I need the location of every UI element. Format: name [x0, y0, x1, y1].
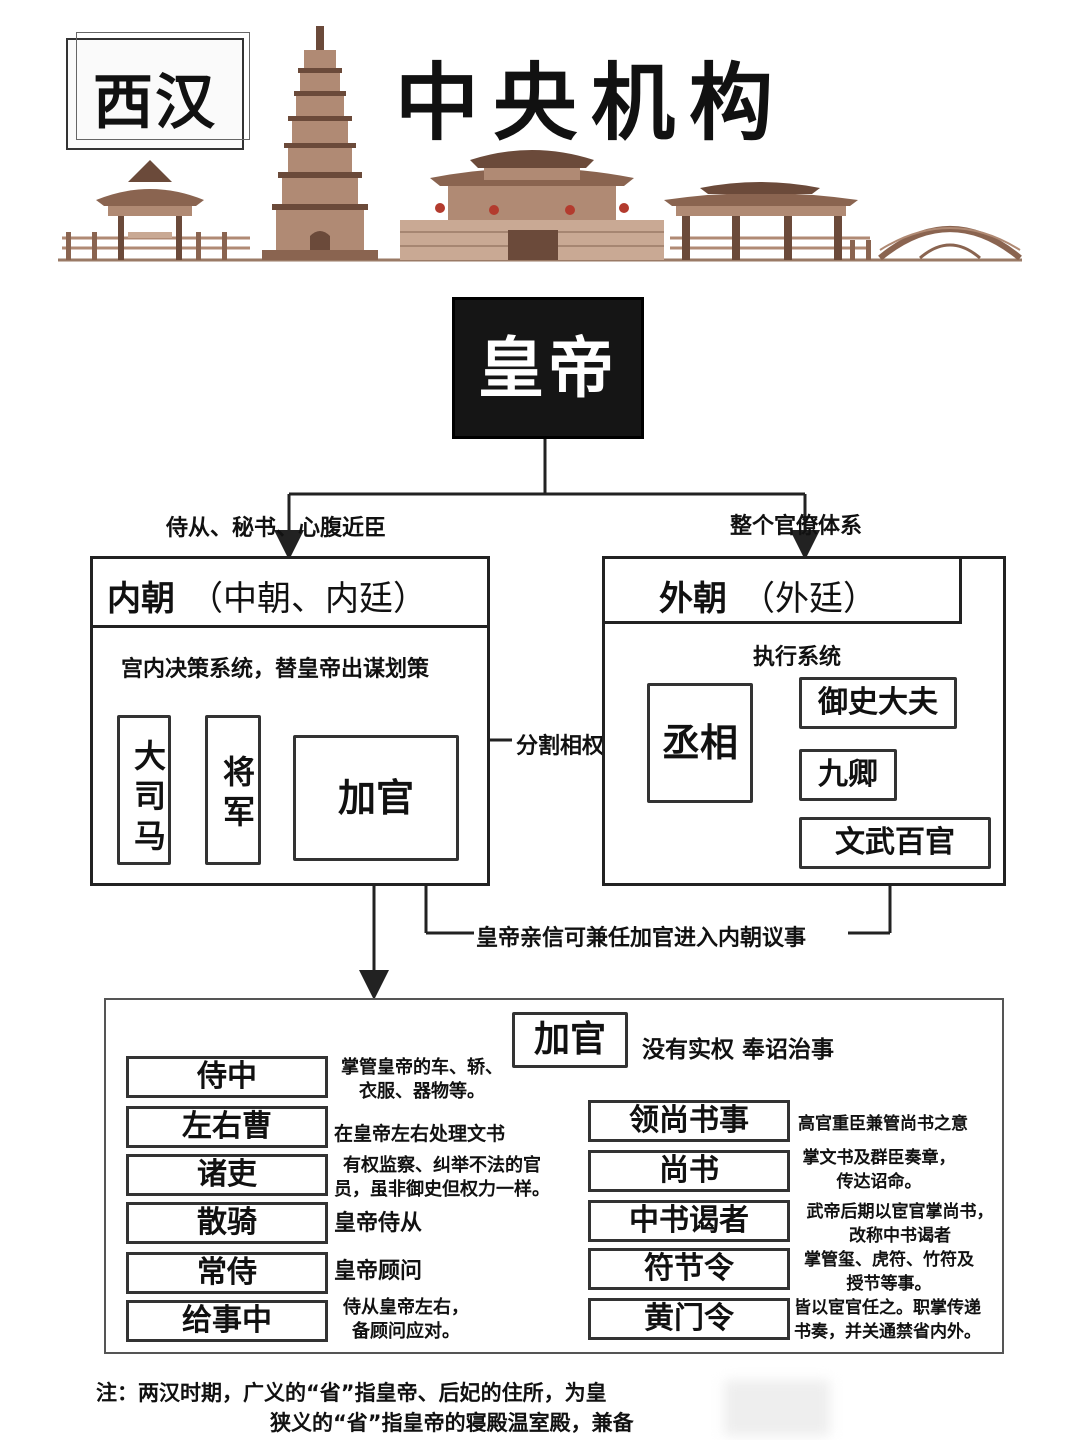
desc-line: 掌文书及群臣奏章， [802, 1148, 956, 1168]
jiaguan-item-jishizhong: 给事中 [126, 1300, 328, 1342]
post-jiangjun-label: 将军 [223, 753, 256, 831]
inner-court-subtitle: （中朝、内廷） [189, 579, 427, 619]
inner-court-panel: 内朝 （中朝、内廷） 宫内决策系统，替皇帝出谋划策 大司马 将军 加官 [90, 556, 490, 886]
emperor-label: 皇帝 [478, 329, 618, 407]
dynasty-label: 西汉 [93, 68, 217, 138]
desc-line: 员，虽非御史但权力一样。 [334, 1179, 550, 1200]
jiaguan-desc-fujie-ling: 掌管玺、虎符、竹符及 授节等事。 [796, 1248, 982, 1296]
inner-court-header: 内朝 （中朝、内廷） [93, 559, 487, 628]
post-jiuqing: 九卿 [799, 749, 897, 801]
pavilion-icon [96, 160, 204, 260]
return-label: 皇帝亲信可兼任加官进入内朝议事 [476, 926, 807, 951]
outer-court-title: 外朝 [659, 579, 727, 619]
gate-icon [664, 182, 858, 260]
watermark-blur [724, 1380, 830, 1436]
jiaguan-desc-jishizhong: 侍从皇帝左右， 备顾问应对。 [336, 1296, 476, 1344]
post-yushi-dafu: 御史大夫 [799, 677, 957, 729]
footnote-line-1: 注：两汉时期，广义的“省”指皇帝、后妃的住所，为皇 [96, 1381, 607, 1405]
bridge-icon [878, 226, 1022, 261]
desc-line: 授节等事。 [846, 1274, 932, 1294]
pagoda-icon [262, 26, 378, 260]
desc-line: 侍从皇帝左右， [343, 1297, 469, 1318]
desc-line: 掌管玺、虎符、竹符及 [804, 1250, 974, 1270]
jiaguan-item-shangshu: 尚书 [588, 1150, 790, 1192]
jiaguan-item-shizhong: 侍中 [126, 1056, 328, 1098]
desc-line: 皆以宦官任之。职掌传递 [794, 1298, 981, 1318]
jiaguan-item-zhongshu-yezhe: 中书谒者 [588, 1200, 790, 1242]
desc-line: 衣服、器物等。 [359, 1081, 485, 1102]
skyline-illustration [58, 26, 1022, 262]
post-wenwu-baiguan: 文武百官 [799, 817, 991, 869]
jiaguan-panel: 加官 没有实权 奉诏治事 侍中 掌管皇帝的车、轿、 衣服、器物等。 左右曹 在皇… [104, 998, 1004, 1354]
dynasty-badge: 西汉 [66, 32, 250, 150]
jiaguan-item-changshi: 常侍 [126, 1252, 328, 1294]
jiaguan-desc-zuoyoucao: 在皇帝左右处理文书 [334, 1123, 506, 1145]
jiaguan-item-ling-shangshu-shi: 领尚书事 [588, 1100, 790, 1142]
post-jiaguan: 加官 [293, 735, 459, 861]
palace-icon [400, 150, 664, 260]
post-da-sima: 大司马 [117, 715, 171, 865]
footnote-line-2: 狭义的“省”指皇帝的寝殿温室殿，兼备 [270, 1411, 634, 1435]
jiaguan-desc-zhuli: 有权监察、纠举不法的官 员，虽非御史但权力一样。 [332, 1154, 552, 1202]
inner-court-title: 内朝 [107, 579, 175, 619]
jiaguan-desc: 没有实权 奉诏治事 [642, 1037, 835, 1063]
outer-court-panel: 外朝 （外廷） 执行系统 丞相 御史大夫 九卿 文武百官 [602, 556, 1006, 886]
page-title: 中央机构 [395, 53, 788, 152]
emperor-node: 皇帝 [452, 297, 644, 439]
post-jiangjun: 将军 [205, 715, 261, 865]
jiaguan-desc-sanqi: 皇帝侍从 [334, 1211, 423, 1236]
post-da-sima-label: 大司马 [134, 737, 167, 855]
jiaguan-item-huangmen-ling: 黄门令 [588, 1298, 790, 1340]
desc-line: 传达诏命。 [836, 1172, 922, 1192]
outer-court-header: 外朝 （外廷） [605, 559, 962, 624]
jiaguan-item-zuoyoucao: 左右曹 [126, 1106, 328, 1148]
outer-court-subtitle: （外廷） [741, 579, 877, 619]
jiaguan-desc-changshi: 皇帝顾问 [334, 1259, 423, 1284]
split-power-label: 分割相权 [516, 734, 605, 759]
desc-line: 有权监察、纠举不法的官 [343, 1155, 541, 1176]
desc-line: 改称中书谒者 [849, 1226, 951, 1246]
header-banner: 西汉 中央机构 [0, 0, 1080, 275]
edge-label-inner: 侍从、秘书、心腹近臣 [166, 516, 387, 541]
jiaguan-desc-huangmen-ling: 皆以宦官任之。职掌传递 书奏，并关通禁省内外。 [794, 1296, 1000, 1344]
desc-line: 掌管皇帝的车、轿、 [341, 1057, 503, 1078]
inner-court-desc: 宫内决策系统，替皇帝出谋划策 [121, 657, 430, 682]
chancellor-node: 丞相 [647, 683, 753, 803]
jiaguan-title: 加官 [512, 1012, 628, 1068]
desc-line: 书奏，并关通禁省内外。 [794, 1322, 981, 1342]
jiaguan-desc-ling-shangshu-shi: 高官重臣兼管尚书之意 [798, 1114, 968, 1134]
edge-label-outer: 整个官僚体系 [730, 514, 863, 539]
jiaguan-item-zhuli: 诸吏 [126, 1154, 328, 1196]
outer-court-desc: 执行系统 [753, 645, 842, 670]
jiaguan-desc-zhongshu-yezhe: 武帝后期以宦官掌尚书， 改称中书谒者 [798, 1200, 1002, 1248]
jiaguan-item-fujie-ling: 符节令 [588, 1248, 790, 1290]
jiaguan-item-sanqi: 散骑 [126, 1202, 328, 1244]
jiaguan-desc-shizhong: 掌管皇帝的车、轿、 衣服、器物等。 [332, 1056, 512, 1104]
jiaguan-desc-shangshu: 掌文书及群臣奏章， 传达诏命。 [796, 1146, 962, 1194]
desc-line: 武帝后期以宦官掌尚书， [806, 1202, 994, 1222]
desc-line: 备顾问应对。 [352, 1321, 460, 1342]
